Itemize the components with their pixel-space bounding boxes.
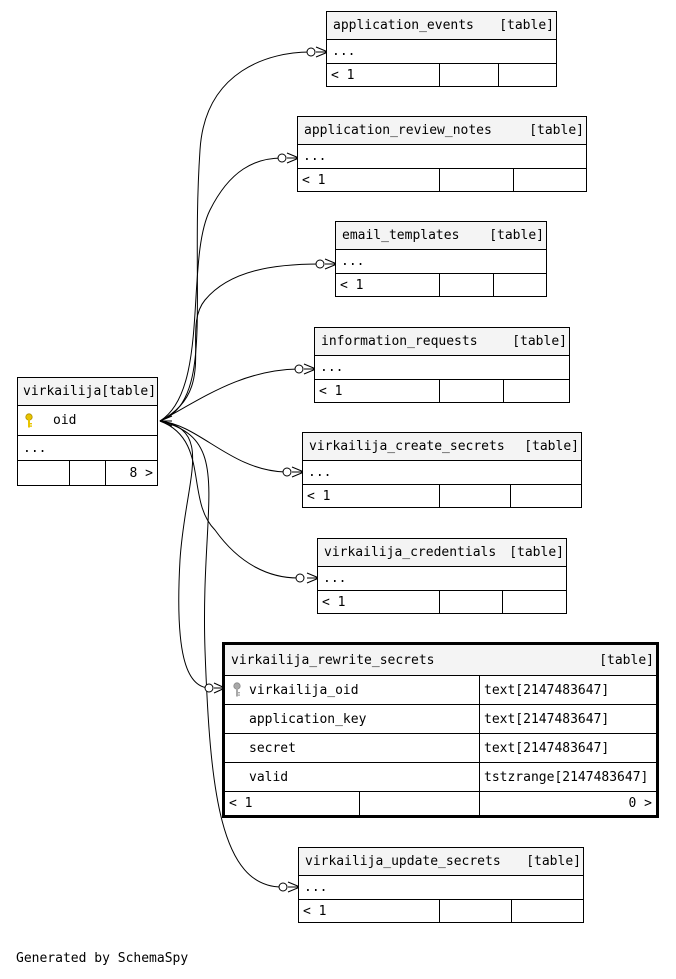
table-information-requests[interactable]: information_requests [table] ... < 1 (314, 327, 570, 403)
column-name: secret (249, 740, 296, 756)
parents-count: < 1 (298, 169, 440, 191)
parents-count: < 1 (225, 792, 360, 815)
column-row-secret: secret text[2147483647] (225, 734, 656, 763)
table-header: virkailija_credentials [table] (318, 539, 566, 567)
column-name: oid (53, 413, 77, 428)
edge-information-requests (159, 368, 299, 422)
children-count: 0 > (628, 796, 652, 811)
table-footer: < 1 (303, 485, 581, 507)
column-row-application-key: application_key text[2147483647] (225, 705, 656, 734)
foreign-key-icon (231, 682, 249, 698)
table-footer: < 1 (315, 380, 569, 402)
more-columns: ... (327, 40, 556, 64)
table-header: virkailija_rewrite_secrets [table] (225, 645, 656, 676)
table-type-label: [table] (509, 545, 564, 560)
edge-virkailija-credentials (159, 420, 299, 579)
table-type-label: [table] (524, 439, 579, 454)
column-name: valid (249, 769, 289, 785)
table-header: email_templates [table] (336, 222, 546, 250)
table-name: virkailija_credentials (324, 545, 497, 560)
table-name: virkailija (23, 384, 102, 399)
column-row-oid: oid (18, 406, 157, 436)
table-name: email_templates (342, 228, 460, 243)
parents-count: < 1 (303, 485, 440, 507)
table-header: information_requests [table] (315, 328, 569, 356)
table-type-label: [table] (489, 228, 544, 243)
table-header: application_review_notes [table] (298, 117, 586, 145)
column-type: text[2147483647] (484, 682, 610, 698)
generated-by-label: Generated by SchemaSpy (16, 951, 189, 966)
table-header: virkailija_update_secrets [table] (299, 848, 583, 876)
table-virkailija-rewrite-secrets[interactable]: virkailija_rewrite_secrets [table] virka… (222, 642, 659, 818)
parents-count: < 1 (336, 274, 440, 296)
parents-count: < 1 (318, 591, 440, 613)
more-columns: ... (318, 567, 566, 591)
table-name: application_events (333, 18, 474, 33)
table-type-label: [table] (529, 123, 584, 138)
column-type: text[2147483647] (484, 740, 610, 756)
edge-virkailija-rewrite-secrets (159, 420, 211, 689)
table-footer: 8 > (18, 461, 157, 485)
parents-count: < 1 (315, 380, 440, 402)
table-footer: < 1 (327, 64, 556, 86)
edge-email-templates (159, 263, 321, 422)
table-footer: < 1 0 > (225, 792, 656, 815)
table-type-label: [table] (499, 18, 554, 33)
table-header: application_events [table] (327, 12, 556, 40)
table-name: virkailija_create_secrets (309, 439, 505, 454)
children-count: 8 > (129, 465, 153, 481)
column-row-virkailija-oid: virkailija_oid text[2147483647] (225, 676, 656, 705)
table-type-label: [table] (512, 334, 567, 349)
more-columns: ... (315, 356, 569, 380)
edge-application-events (159, 51, 311, 422)
edge-application-review-notes (159, 157, 283, 422)
column-row-valid: valid tstzrange[2147483647] (225, 763, 656, 792)
more-columns: ... (336, 250, 546, 274)
edge-virkailija-create-secrets (159, 420, 286, 473)
table-application-review-notes[interactable]: application_review_notes [table] ... < 1 (297, 116, 587, 192)
table-application-events[interactable]: application_events [table] ... < 1 (326, 11, 557, 87)
table-name: virkailija_update_secrets (305, 854, 501, 869)
more-columns: ... (299, 876, 583, 900)
edge-virkailija-update-secrets (159, 420, 283, 888)
more-columns: ... (303, 461, 581, 485)
table-footer: < 1 (318, 591, 566, 613)
table-header: virkailija [table] (18, 378, 157, 406)
column-type: tstzrange[2147483647] (484, 769, 649, 785)
column-type: text[2147483647] (484, 711, 610, 727)
table-email-templates[interactable]: email_templates [table] ... < 1 (335, 221, 547, 297)
column-name: virkailija_oid (249, 682, 359, 698)
table-virkailija-update-secrets[interactable]: virkailija_update_secrets [table] ... < … (298, 847, 584, 923)
parents-count: < 1 (327, 64, 440, 86)
table-footer: < 1 (298, 169, 586, 191)
table-virkailija-credentials[interactable]: virkailija_credentials [table] ... < 1 (317, 538, 567, 614)
table-footer: < 1 (299, 900, 583, 922)
parents-count: < 1 (299, 900, 440, 922)
table-virkailija-create-secrets[interactable]: virkailija_create_secrets [table] ... < … (302, 432, 582, 508)
table-type-label: [table] (526, 854, 581, 869)
more-columns: ... (298, 145, 586, 169)
more-columns: ... (18, 436, 157, 461)
table-type-label: [table] (599, 652, 654, 668)
table-name: application_review_notes (304, 123, 492, 138)
column-name: application_key (249, 711, 367, 727)
table-footer: < 1 (336, 274, 546, 296)
table-virkailija[interactable]: virkailija [table] oid ... 8 > (17, 377, 158, 486)
primary-key-icon (23, 412, 41, 429)
table-header: virkailija_create_secrets [table] (303, 433, 581, 461)
table-name: information_requests (321, 334, 478, 349)
table-name: virkailija_rewrite_secrets (231, 652, 435, 668)
table-type-label: [table] (101, 384, 157, 399)
